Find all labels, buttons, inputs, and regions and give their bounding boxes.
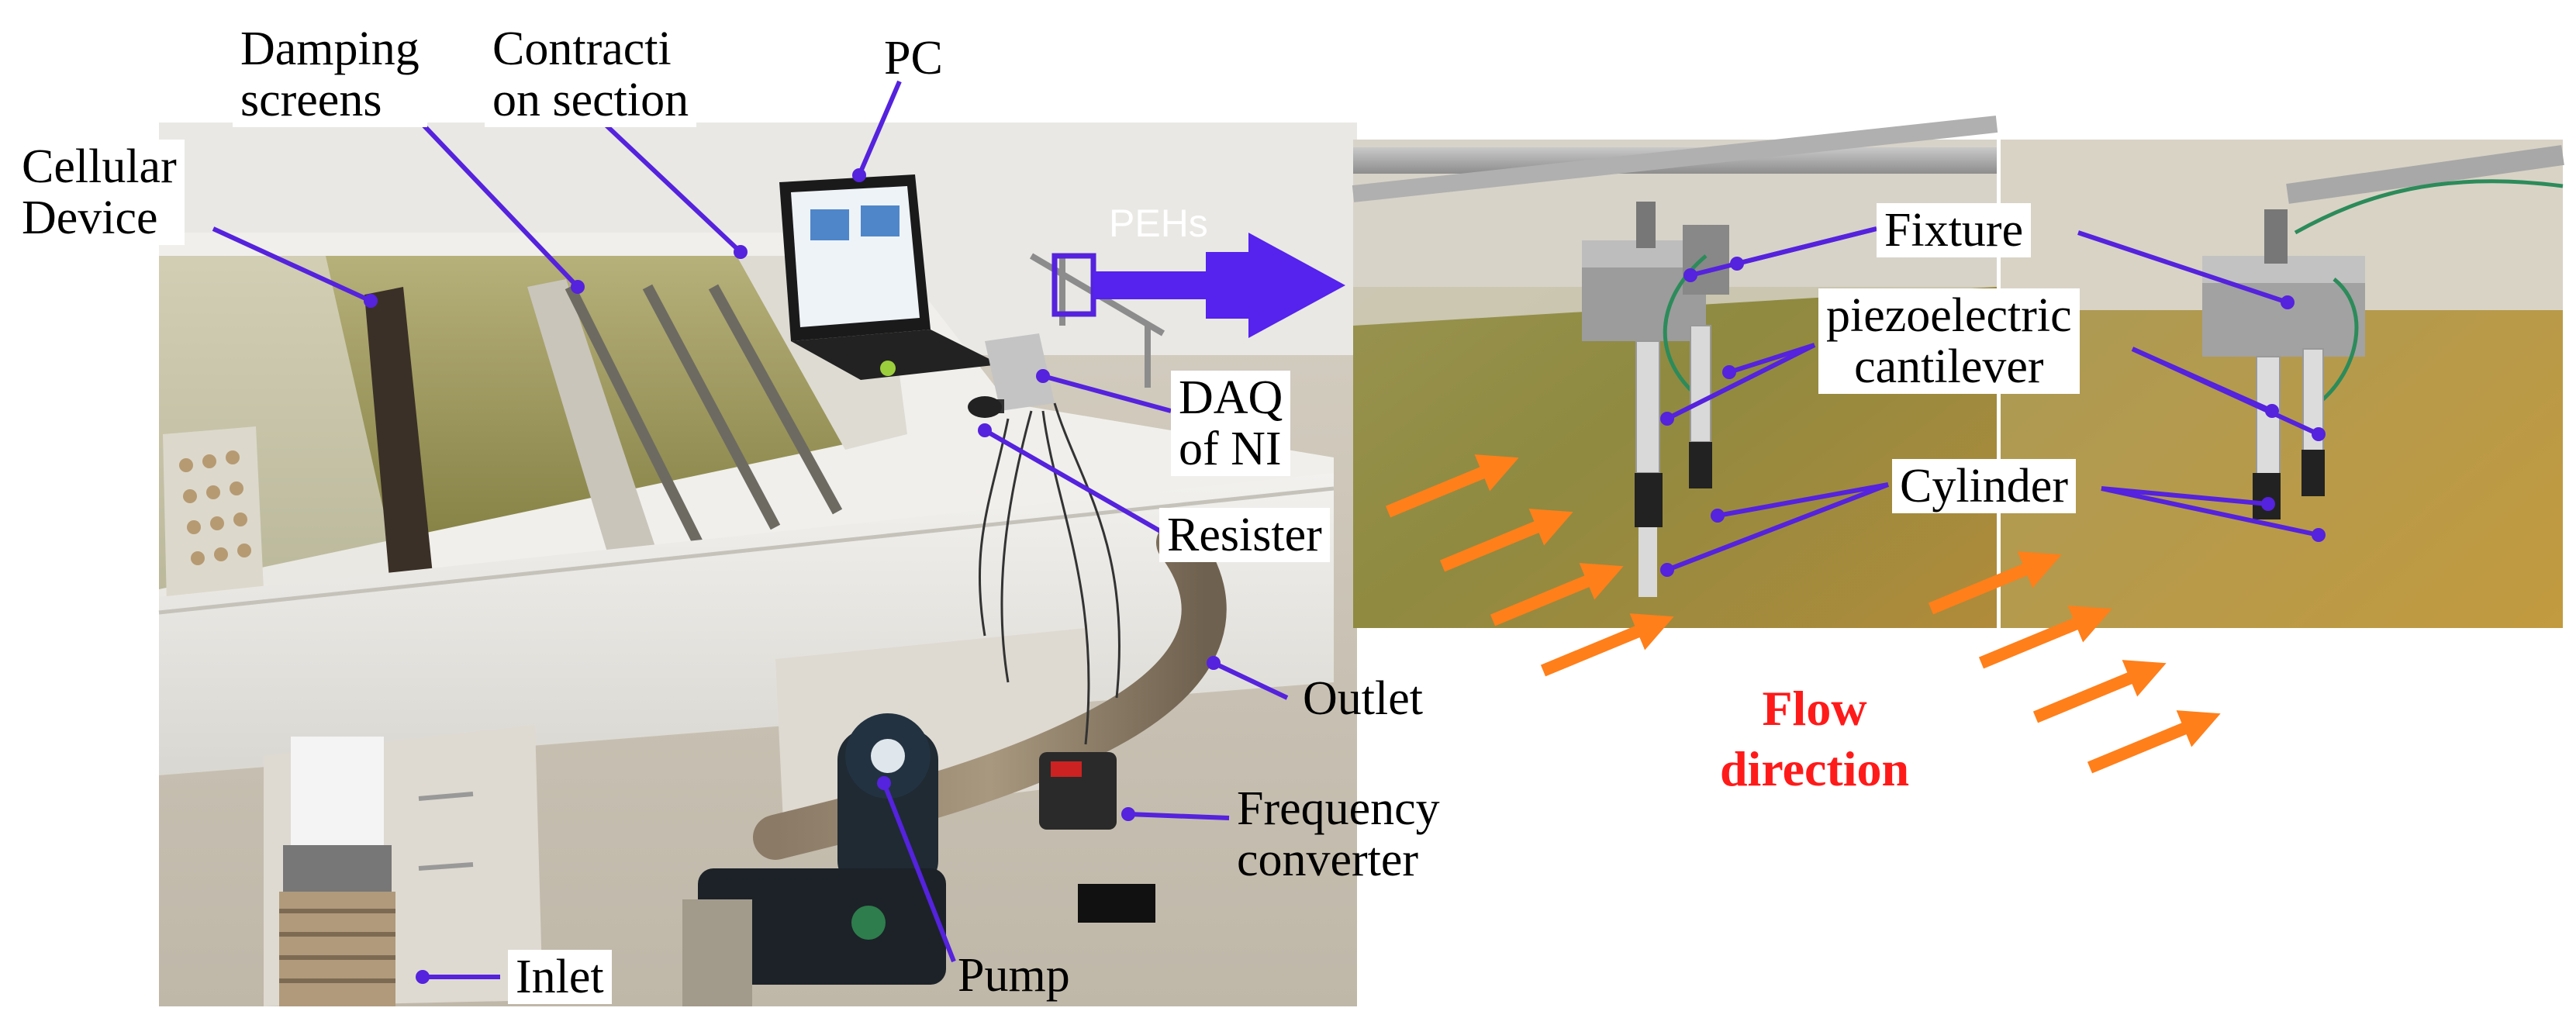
leader-pump	[882, 782, 956, 963]
leader-cylinder-1b	[1717, 482, 1889, 518]
cables	[978, 402, 1121, 745]
cylinders	[1635, 442, 1712, 597]
label-pump: Pump	[958, 949, 1070, 1002]
label-resister: Resister	[1159, 508, 1330, 562]
leader-fixture-2	[2077, 230, 2288, 305]
pc-laptop	[779, 174, 1000, 380]
label-outlet: Outlet	[1303, 672, 1423, 725]
leader-fixture-1b	[1736, 226, 1877, 266]
fixture-block-2	[2202, 209, 2365, 357]
leader-pc	[857, 80, 902, 177]
label-inlet: Inlet	[508, 950, 612, 1004]
leader-cylinder-2a	[2101, 486, 2269, 506]
resister-device	[968, 396, 1002, 418]
cellular-device	[163, 426, 264, 605]
leader-dots	[364, 168, 2326, 984]
label-cylinder: Cylinder	[1892, 459, 2076, 513]
leader-daq	[1042, 374, 1172, 413]
piezoelectric-cantilevers	[1635, 325, 1711, 474]
leader-cantilever-1b	[1728, 343, 1815, 374]
leader-cylinder-1a	[1666, 482, 1890, 572]
pehs-arrow-head	[1206, 233, 1345, 338]
leader-cylinder-2b	[2101, 486, 2319, 537]
leader-cantilever-1a	[1666, 343, 1816, 421]
leader-cantilever-2b	[2131, 347, 2320, 437]
label-pehs: PEHs	[1109, 202, 1208, 245]
damping-screens	[565, 284, 843, 546]
fixture-block	[1582, 202, 1729, 341]
leader-outlet	[1212, 661, 1289, 700]
leader-damping-screens	[416, 118, 580, 289]
leader-contraction-section	[603, 122, 743, 254]
damping-screen-frame	[527, 279, 659, 570]
leader-resister	[983, 428, 1169, 537]
detail-photo-right	[2001, 140, 2564, 628]
leader-cellular-device	[212, 226, 372, 303]
main-setup-photo	[158, 123, 1357, 1006]
cellular-panel	[364, 287, 434, 605]
leader-frequency-converter	[1127, 812, 1230, 820]
frequency-converter	[1039, 752, 1155, 923]
label-fixture: Fixture	[1877, 203, 2032, 257]
label-pc: PC	[884, 32, 943, 85]
leader-lines	[212, 80, 2320, 979]
inlet-pipe	[279, 737, 395, 1006]
pump	[682, 713, 946, 1006]
flow-arrows	[1385, 454, 2221, 774]
